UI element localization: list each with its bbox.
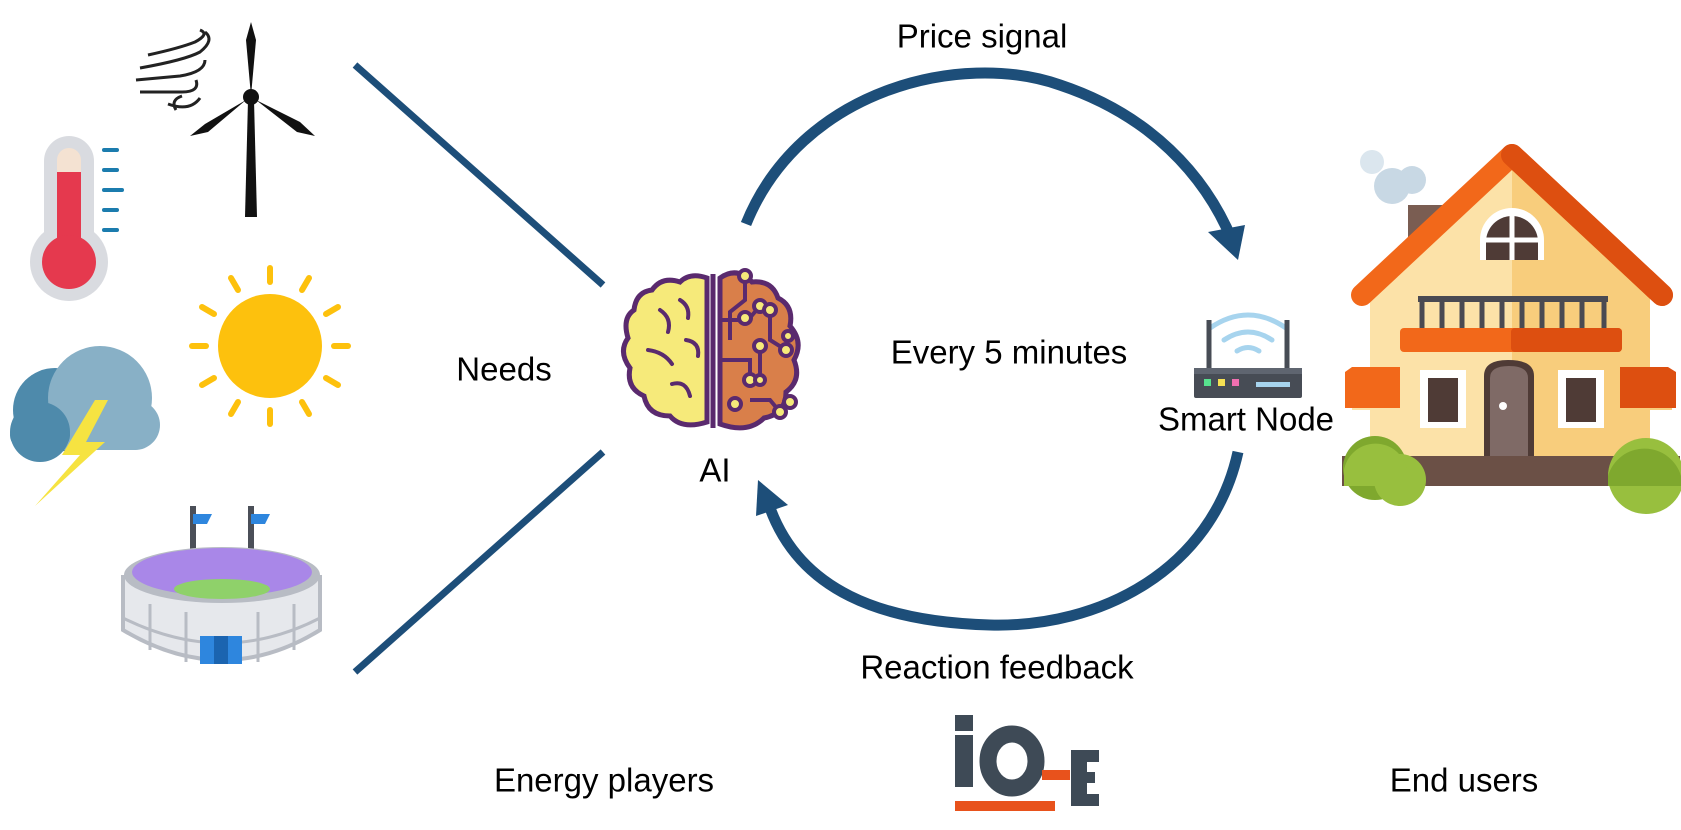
- end-users-label: End users: [1389, 761, 1539, 799]
- needs-label: Needs: [456, 350, 552, 388]
- connector-line-top: [352, 62, 606, 288]
- reaction-feedback-label: Reaction feedback: [860, 648, 1134, 686]
- wind-turbine-icon: [135, 22, 315, 217]
- reaction-feedback-arrow: [756, 450, 1244, 631]
- sun-icon: [189, 265, 351, 427]
- storm-cloud-icon: [10, 346, 160, 506]
- every-5-minutes-label: Every 5 minutes: [890, 333, 1128, 371]
- house-icon: [1342, 144, 1681, 514]
- brain-ai-icon: [621, 268, 801, 431]
- price-signal-label: Price signal: [896, 17, 1068, 55]
- ai-label: AI: [699, 451, 731, 489]
- connector-line-bottom: [352, 449, 606, 675]
- price-signal-arrow: [740, 67, 1245, 260]
- wifi-router-icon: [1194, 312, 1302, 398]
- stadium-icon: [121, 506, 322, 664]
- ioe-logo: [955, 715, 1099, 811]
- smart-node-label: Smart Node: [1157, 400, 1335, 438]
- energy-players-label: Energy players: [493, 761, 715, 799]
- thermometer-icon: [30, 136, 124, 301]
